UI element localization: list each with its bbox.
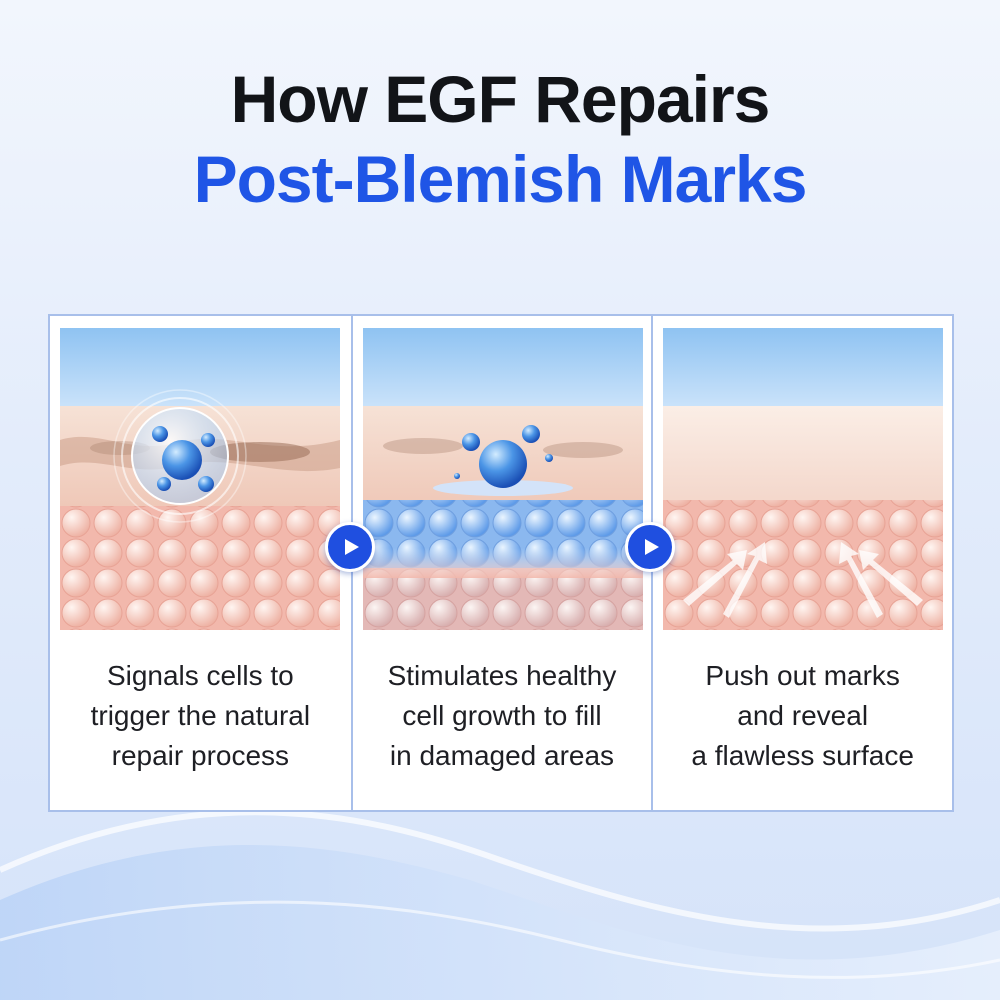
- step-panel-1: Signals cells to trigger the natural rep…: [50, 316, 351, 810]
- step-panel-2: Stimulates healthy cell growth to fill i…: [350, 316, 652, 810]
- caption-line: Stimulates healthy: [387, 660, 617, 691]
- step-panel-3: Push out marks and reveal a flawless sur…: [651, 316, 952, 810]
- title-line-2: Post-Blemish Marks: [193, 142, 808, 216]
- skin-illustration-growth: [362, 328, 643, 630]
- skin-illustration-reveal: [663, 328, 944, 630]
- title-line-1: How EGF Repairs: [230, 62, 771, 136]
- caption-line: cell growth to fill: [402, 700, 602, 731]
- steps-panel-group: Signals cells to trigger the natural rep…: [48, 314, 954, 812]
- caption-line: and reveal: [737, 700, 869, 731]
- caption-line: Signals cells to: [106, 660, 294, 691]
- next-step-arrow-1[interactable]: [325, 522, 375, 572]
- caption-line: Push out marks: [705, 660, 900, 691]
- caption-line: a flawless surface: [691, 740, 914, 771]
- step-2-caption: Stimulates healthy cell growth to fill i…: [357, 656, 648, 776]
- play-arrow-icon: [345, 539, 359, 555]
- step-3-caption: Push out marks and reveal a flawless sur…: [657, 656, 948, 776]
- skin-illustration-signal: [60, 328, 340, 630]
- play-arrow-icon: [645, 539, 659, 555]
- caption-line: in damaged areas: [389, 740, 615, 771]
- caption-line: repair process: [111, 740, 290, 771]
- caption-line: trigger the natural: [90, 700, 311, 731]
- next-step-arrow-2[interactable]: [625, 522, 675, 572]
- step-1-caption: Signals cells to trigger the natural rep…: [54, 656, 347, 776]
